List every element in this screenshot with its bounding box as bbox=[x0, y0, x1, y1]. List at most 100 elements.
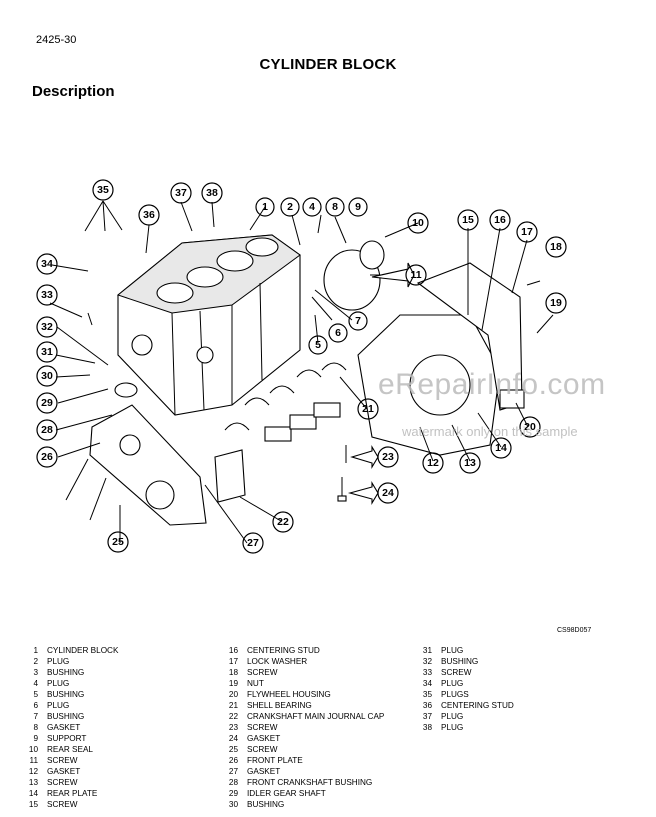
callout-24: 24 bbox=[377, 482, 399, 504]
callout-1: 1 bbox=[255, 197, 275, 217]
callout-21: 21 bbox=[357, 398, 379, 420]
callout-4: 4 bbox=[302, 197, 322, 217]
svg-text:5: 5 bbox=[315, 339, 321, 351]
svg-text:14: 14 bbox=[495, 442, 507, 454]
leader-lines bbox=[49, 200, 554, 544]
svg-text:4: 4 bbox=[309, 201, 315, 213]
callout-19: 19 bbox=[545, 292, 567, 314]
front-plate-drawing bbox=[89, 382, 207, 526]
callout-2: 2 bbox=[280, 197, 300, 217]
callout-7: 7 bbox=[348, 311, 368, 331]
exploded-view-diagram: 1 2 3 4 5 6 7 8 9 10 11 12 13 14 15 16 1… bbox=[36, 179, 567, 554]
callout-36: 36 bbox=[138, 204, 160, 226]
svg-text:32: 32 bbox=[41, 321, 53, 333]
callout-13: 13 bbox=[459, 452, 481, 474]
svg-text:9: 9 bbox=[355, 201, 361, 213]
callout-12: 12 bbox=[422, 452, 444, 474]
svg-text:8: 8 bbox=[332, 201, 338, 213]
callout-31: 31 bbox=[36, 341, 58, 363]
callout-32: 32 bbox=[36, 316, 58, 338]
svg-text:13: 13 bbox=[464, 457, 476, 469]
page-title: CYLINDER BLOCK bbox=[259, 56, 397, 73]
figure-id: CS98D057 bbox=[557, 627, 592, 634]
svg-text:2: 2 bbox=[287, 201, 293, 213]
section-heading: Description bbox=[32, 83, 115, 100]
callout-38: 38 bbox=[201, 182, 223, 204]
callout-30: 30 bbox=[36, 365, 58, 387]
svg-text:1: 1 bbox=[262, 201, 268, 213]
callout-29: 29 bbox=[36, 392, 58, 414]
svg-text:6: 6 bbox=[335, 327, 341, 339]
svg-text:24: 24 bbox=[382, 487, 394, 499]
svg-text:31: 31 bbox=[41, 346, 53, 358]
svg-text:36: 36 bbox=[143, 209, 155, 221]
rear-plate-drawing bbox=[323, 240, 525, 456]
svg-text:37: 37 bbox=[175, 187, 187, 199]
callout-28: 28 bbox=[36, 419, 58, 441]
svg-text:7: 7 bbox=[355, 315, 361, 327]
callout-11: 11 bbox=[405, 264, 427, 286]
svg-text:28: 28 bbox=[41, 424, 53, 436]
callout-10: 10 bbox=[407, 212, 429, 234]
callout-14: 14 bbox=[490, 437, 512, 459]
svg-text:15: 15 bbox=[462, 214, 474, 226]
cylinder-block-drawing bbox=[116, 234, 301, 416]
svg-text:21: 21 bbox=[362, 403, 374, 415]
callout-22: 22 bbox=[272, 511, 294, 533]
callout-25: 25 bbox=[107, 531, 129, 553]
svg-text:19: 19 bbox=[550, 297, 562, 309]
callout-33: 33 bbox=[36, 284, 58, 306]
svg-text:20: 20 bbox=[524, 421, 536, 433]
svg-text:23: 23 bbox=[382, 451, 394, 463]
callout-6: 6 bbox=[328, 323, 348, 343]
page-number: 2425-30 bbox=[36, 34, 77, 46]
callout-9: 9 bbox=[348, 197, 368, 217]
callout-27: 27 bbox=[242, 532, 264, 554]
svg-text:38: 38 bbox=[206, 187, 218, 199]
callout-34: 34 bbox=[36, 253, 58, 275]
callout-35: 35 bbox=[92, 179, 114, 201]
callout-20: 20 bbox=[519, 416, 541, 438]
svg-text:29: 29 bbox=[41, 397, 53, 409]
svg-text:10: 10 bbox=[412, 217, 424, 229]
callout-16: 16 bbox=[489, 209, 511, 231]
svg-text:18: 18 bbox=[550, 241, 562, 253]
svg-text:35: 35 bbox=[97, 184, 109, 196]
svg-text:34: 34 bbox=[41, 258, 53, 270]
callout-17: 17 bbox=[516, 221, 538, 243]
svg-text:25: 25 bbox=[112, 536, 124, 548]
watermark-note: watermark only on this sample bbox=[402, 424, 578, 439]
svg-text:11: 11 bbox=[410, 269, 421, 281]
callout-37: 37 bbox=[170, 182, 192, 204]
